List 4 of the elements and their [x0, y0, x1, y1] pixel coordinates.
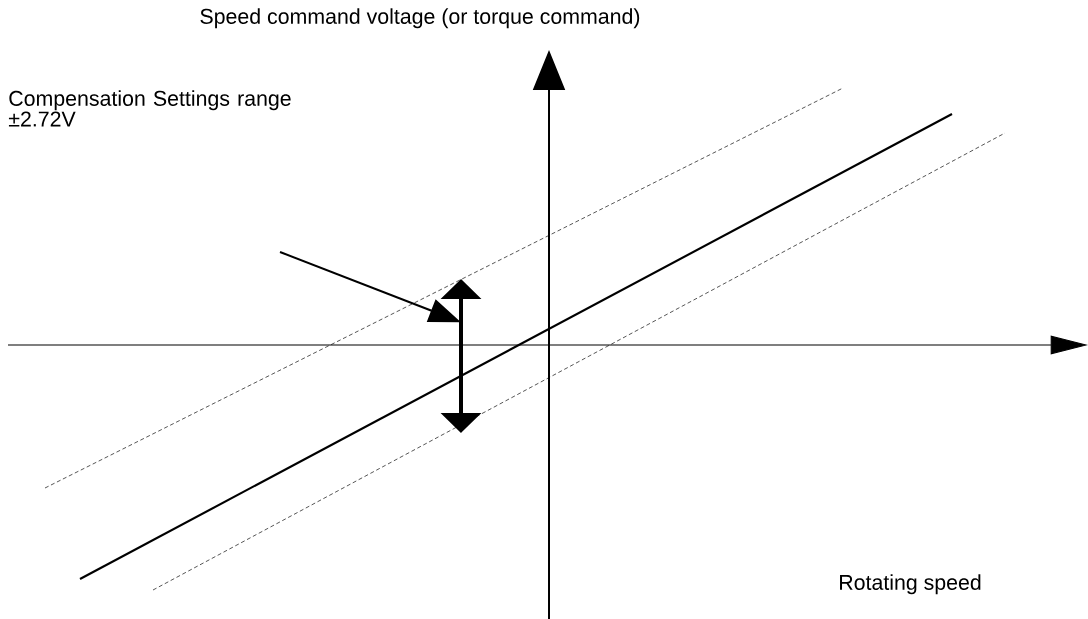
range-note: Compensation Settings range ±2.72V — [8, 90, 291, 127]
axis-title: Speed command voltage (or torque command) — [200, 8, 640, 29]
axis-title: Rotating speed — [840, 574, 981, 595]
double-arrow — [440, 279, 482, 433]
